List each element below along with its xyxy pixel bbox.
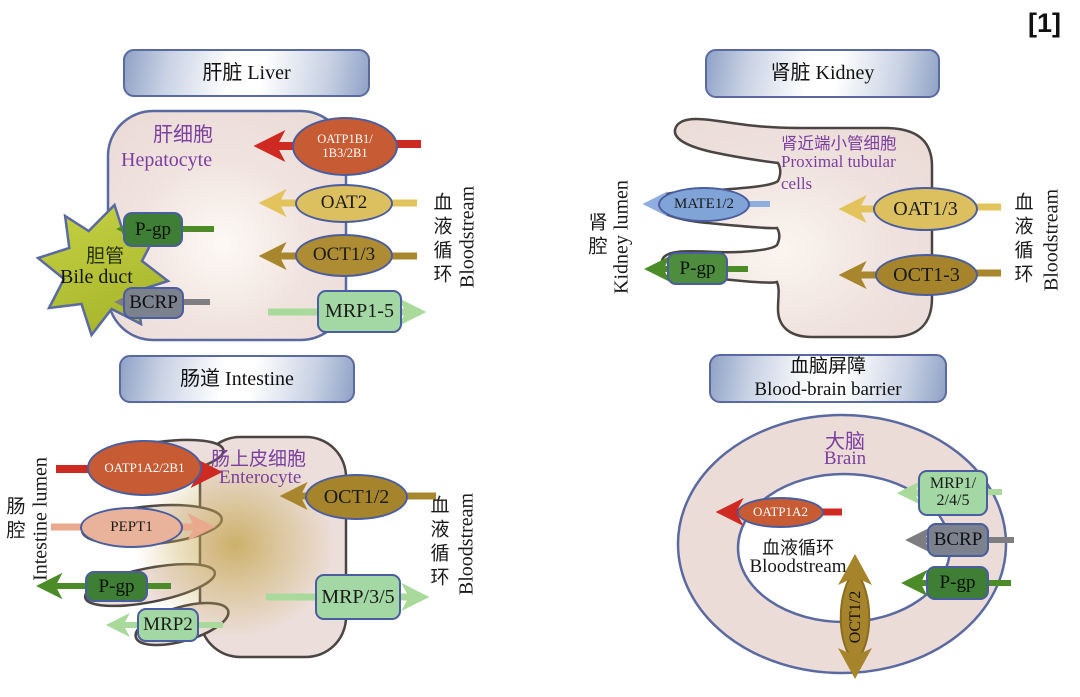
liver-title-bar: 肝脏 Liver bbox=[123, 49, 370, 97]
proximal-tubular-label-zh: 肾近端小管细胞 bbox=[781, 134, 897, 153]
kidney-lumen-label-zh: 肾腔 bbox=[585, 212, 607, 260]
enterocyte-label-en: Enterocyte bbox=[219, 467, 302, 488]
oct12-bidirectional-transporter bbox=[838, 554, 872, 679]
bcrp-transporter-liver: BCRP bbox=[123, 287, 184, 319]
liver-title: 肝脏 Liver bbox=[202, 61, 291, 84]
oat13-transporter: OAT1/3 bbox=[873, 187, 978, 231]
hepatocyte-label-en: Hepatocyte bbox=[121, 149, 213, 171]
pgp-transporter-kidney: P-gp bbox=[667, 252, 728, 285]
kidney-title-bar: 肾脏 Kidney bbox=[705, 49, 940, 98]
oatp1a2-transporter-bbb: OATP1A2 bbox=[737, 497, 824, 528]
mrp15-transporter: MRP1-5 bbox=[317, 290, 402, 333]
bile-duct-label-zh: 胆管 bbox=[86, 246, 125, 267]
bcrp-transporter-bbb: BCRP bbox=[927, 523, 989, 557]
reference-marker: [1] bbox=[1028, 8, 1061, 38]
pept1-transporter: PEPT1 bbox=[80, 507, 183, 548]
kidney-bloodstream-label-zh: 血液循环 bbox=[1011, 192, 1033, 288]
kidney-title: 肾脏 Kidney bbox=[770, 62, 875, 84]
bbb-bloodstream-label-en: Bloodstream bbox=[749, 556, 847, 577]
pgp-transporter-liver: P-gp bbox=[123, 212, 183, 247]
kidney-bloodstream-label-en: Bloodstream bbox=[1040, 188, 1063, 292]
intestine-bloodstream-label-zh: 血液循环 bbox=[427, 495, 449, 591]
bile-duct-label-en: Bile duct bbox=[60, 266, 133, 288]
intestine-title-bar: 肠道 Intestine bbox=[119, 355, 355, 403]
intestine-title: 肠道 Intestine bbox=[180, 367, 294, 390]
enterocyte-label-zh: 肠上皮细胞 bbox=[211, 449, 307, 470]
oct13-transporter-liver: OCT1/3 bbox=[295, 234, 393, 277]
bbb-title-bar: 血脑屏障 Blood-brain barrier bbox=[709, 354, 947, 403]
intestine-lumen-label-zh: 肠腔 bbox=[3, 496, 25, 544]
mate12-transporter: MATE1/2 bbox=[658, 187, 750, 222]
brain-label-en: Brain bbox=[823, 448, 867, 469]
oatp1b-transporter: OATP1B1/ 1B3/2B1 bbox=[292, 117, 398, 176]
oat2-transporter: OAT2 bbox=[295, 184, 393, 223]
bbb-title-en: Blood-brain barrier bbox=[754, 378, 902, 400]
pgp-transporter-intestine: P-gp bbox=[85, 571, 148, 602]
kidney-lumen-label-en: Kidney lumen bbox=[610, 180, 633, 294]
hepatocyte-label-zh: 肝细胞 bbox=[153, 124, 213, 146]
brain-label-zh: 大脑 bbox=[825, 431, 865, 453]
oct12-transporter-intestine: OCT1/2 bbox=[305, 474, 408, 520]
liver-bloodstream-label-en: Bloodstream bbox=[456, 185, 479, 289]
mrp35-transporter: MRP/3/5 bbox=[315, 574, 401, 620]
mrp-transporter-bbb: MRP1/ 2/4/5 bbox=[918, 470, 988, 516]
oct12-transporter-bbb-label: OCT1/2 bbox=[847, 590, 864, 644]
pgp-transporter-bbb: P-gp bbox=[926, 566, 989, 600]
oatp1a2-2b1-transporter: OATP1A2/2B1 bbox=[87, 440, 202, 496]
mrp2-transporter: MRP2 bbox=[137, 608, 199, 642]
oct13-transporter-kidney: OCT1-3 bbox=[875, 254, 978, 296]
bbb-title-zh: 血脑屏障 bbox=[789, 355, 866, 377]
proximal-tubular-label-en2: cells bbox=[781, 174, 813, 193]
proximal-tubular-label-en1: Proximal tubular bbox=[781, 152, 896, 171]
intestine-bloodstream-label-en: Bloodstream bbox=[455, 492, 478, 596]
intestine-lumen-label-en: Intestine lumen bbox=[29, 457, 52, 581]
bbb-bloodstream-label-zh: 血液循环 bbox=[762, 538, 834, 558]
liver-bloodstream-label-zh: 血液循环 bbox=[430, 192, 452, 288]
